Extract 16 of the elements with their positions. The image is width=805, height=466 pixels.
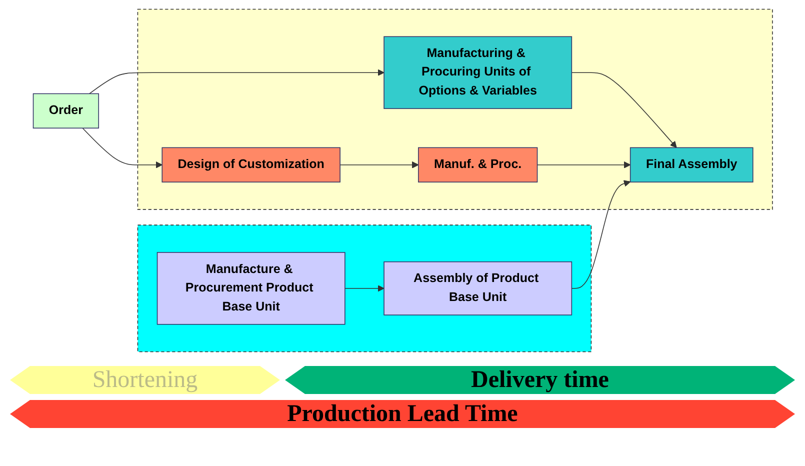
node-box: Assembly of Product Base Unit — [383, 260, 572, 315]
cluster — [136, 8, 772, 210]
arrow — [339, 160, 418, 168]
arrow — [88, 68, 384, 94]
arrow — [570, 72, 676, 148]
node-box: Order — [32, 92, 99, 128]
cluster — [136, 224, 592, 352]
node-box: Final Assembly — [630, 146, 753, 182]
node-box: Design of Customization — [161, 146, 340, 182]
node-box: Manuf. & Proc. — [418, 146, 538, 182]
arrow — [82, 127, 162, 168]
arrow — [536, 160, 630, 168]
arrow — [570, 180, 630, 288]
arrow — [344, 284, 384, 292]
node-box: Manufacturing & Procuring Units of Options & Variables — [383, 36, 572, 108]
node-box: Manufacture & Procurement Product Base Unit — [156, 252, 345, 324]
